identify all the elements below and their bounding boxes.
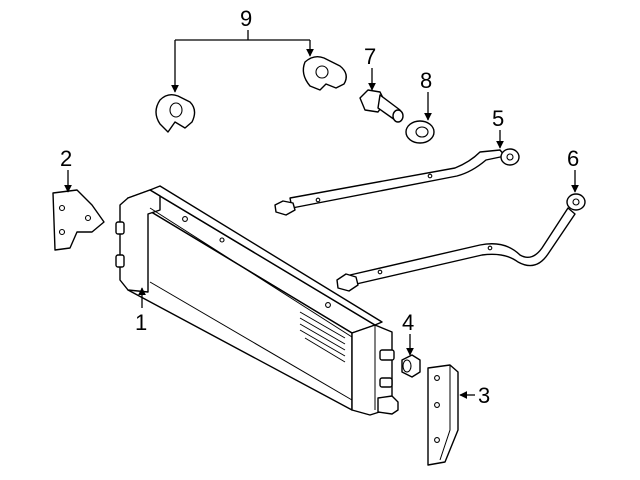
oil-cooler [115, 185, 399, 416]
callout-7: 7 [364, 44, 376, 69]
callout-3: 3 [478, 383, 490, 408]
callout-6: 6 [567, 146, 579, 171]
cooler-tube-lower [336, 193, 586, 292]
sealing-washer [405, 120, 435, 144]
callout-5: 5 [492, 106, 504, 131]
callout-1: 1 [135, 310, 147, 335]
banjo-bolt [359, 89, 404, 123]
bracket-left [52, 189, 105, 251]
callout-4: 4 [402, 310, 414, 335]
cooler-tube-upper [274, 148, 520, 216]
leader-lines [64, 30, 579, 399]
connector-fitting [401, 354, 421, 378]
callout-9: 9 [240, 6, 252, 31]
callout-labels: 9 7 8 5 6 2 1 4 3 [60, 6, 579, 408]
tube-clamp-left [155, 93, 196, 133]
tube-clamp-right [302, 55, 347, 91]
callout-2: 2 [60, 146, 72, 171]
bracket-right [427, 364, 459, 466]
callout-8: 8 [420, 68, 432, 93]
